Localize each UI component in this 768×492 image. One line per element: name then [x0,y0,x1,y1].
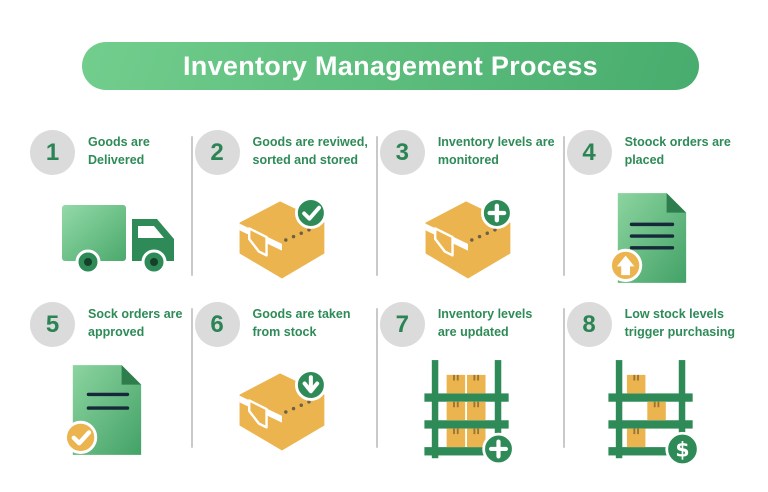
column-divider [375,136,378,276]
step-number-badge: 3 [379,130,425,175]
doc-up-icon [567,187,735,291]
box-check-icon [195,187,368,291]
step-cell: 6 Goods are taken from stock [193,298,378,464]
step-cell: 5 Sock orders are approved [28,298,193,464]
doc-check-icon [30,359,183,463]
step-number: 5 [45,310,60,338]
step-number-badge: 6 [194,302,240,347]
step-label: Goods are taken from stock [252,307,351,339]
step-header: 1 Goods are Delivered [30,130,183,175]
step-number-badge: 1 [30,130,75,175]
step-label: Inventory levels are updated [437,307,533,339]
column-divider [375,308,378,448]
step-label: Sock orders are approved [88,307,183,339]
step-cell: 2 Goods are reviwed, sorted and stored [193,126,378,292]
step-number: 8 [582,310,596,338]
step-header: 4 Stoock orders are placed [566,130,735,175]
step-number-badge: 2 [194,130,240,175]
steps-grid: 1 Goods are Delivered 2 Goods are reviwe… [28,126,742,464]
column-divider [190,136,193,276]
column-divider [562,308,565,448]
step-header: 5 Sock orders are approved [30,302,183,347]
step-cell: 3 Inventory levels are monitored [378,126,565,292]
step-number: 3 [395,138,409,166]
step-label: Goods are Delivered [88,135,150,167]
truck-icon [30,187,183,291]
column-divider [562,136,565,276]
box-plus-icon [380,187,555,291]
box-down-icon [195,359,368,463]
step-header: 2 Goods are reviwed, sorted and stored [194,130,368,175]
step-number-badge: 7 [379,302,425,347]
step-label: Goods are reviwed, sorted and stored [252,135,368,167]
rack-plus-icon [380,359,555,464]
step-label: Inventory levels are monitored [437,135,555,167]
step-cell: 7 Inventory levels are updated [378,298,565,464]
step-number-badge: 4 [566,130,612,175]
step-number: 1 [45,138,60,166]
step-number: 2 [210,138,224,166]
step-label: Low stock levels trigger purchasing [624,307,735,339]
step-number-badge: 8 [566,302,612,347]
step-number-badge: 5 [30,302,75,347]
step-label: Stoock orders are placed [624,135,731,167]
step-cell: 4 Stoock orders are placed [565,126,745,292]
page-title: Inventory Management Process [182,50,599,81]
step-number: 6 [210,310,224,338]
step-header: 6 Goods are taken from stock [194,302,368,347]
step-cell: 1 Goods are Delivered [28,126,193,292]
step-number: 7 [395,310,409,338]
title-banner: Inventory Management Process [82,42,699,90]
step-cell: 8 Low stock levels trigger purchasing $ [565,298,745,464]
column-divider [190,308,193,448]
rack-dollar-icon: $ [567,359,735,464]
step-number: 4 [582,138,596,166]
step-header: 7 Inventory levels are updated [379,302,555,347]
step-header: 8 Low stock levels trigger purchasing [566,302,735,347]
svg-text:$: $ [675,437,689,461]
step-header: 3 Inventory levels are monitored [379,130,555,175]
